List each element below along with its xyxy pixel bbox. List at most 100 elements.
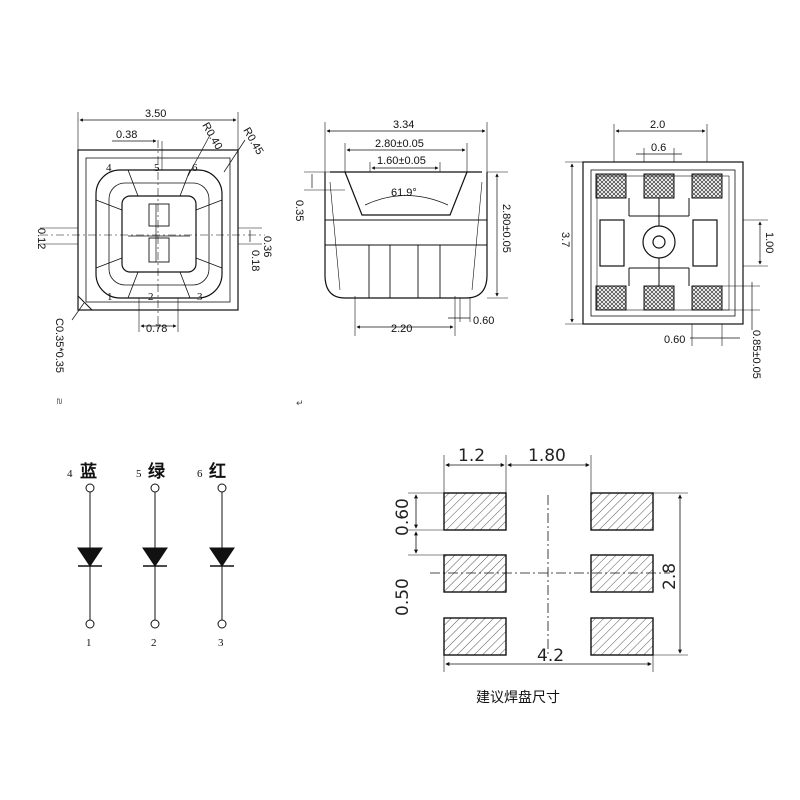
led-green-diode-symbol bbox=[142, 547, 168, 567]
pin-label-2: 2 bbox=[148, 291, 154, 303]
carriage-mark-1: ↵ bbox=[296, 399, 304, 409]
footprint-pad-mid-right bbox=[590, 554, 654, 593]
bottom-view bbox=[565, 124, 768, 346]
top-view-centerlines bbox=[40, 140, 265, 330]
side-total-label: 3.34 bbox=[393, 119, 414, 131]
side-pitch-label: 2.20 bbox=[391, 323, 412, 335]
top-view bbox=[40, 112, 265, 332]
footprint-caption: 建议焊盘尺寸 bbox=[476, 689, 560, 706]
led-blue-cathode-terminal bbox=[85, 619, 95, 629]
bottom-padh-extension-lines bbox=[722, 285, 760, 311]
led-green bbox=[142, 483, 168, 629]
bottom-pitch-extension-lines bbox=[613, 124, 708, 162]
led-red-anode-terminal bbox=[217, 483, 227, 493]
bottom-gap-label: 1.00 bbox=[763, 232, 775, 253]
footprint-pad-height-label: 0.60 bbox=[393, 498, 413, 536]
bottom-view-inner-outline bbox=[590, 169, 736, 317]
footprint-total-width-extension-lines bbox=[443, 655, 654, 672]
bottom-pad-bottom-center bbox=[643, 285, 675, 311]
side-view bbox=[304, 122, 508, 336]
footprint-pad-bottom-right bbox=[590, 617, 654, 656]
footprint-pad-bottom-left bbox=[443, 617, 507, 656]
led-red bbox=[209, 483, 235, 629]
bottom-view-traces bbox=[628, 198, 690, 286]
bottom-padh-label: 0.85±0.05 bbox=[750, 330, 762, 379]
side-view-body-lines bbox=[325, 219, 487, 246]
pin-label-4: 4 bbox=[106, 162, 112, 174]
side-view-inner-walls bbox=[329, 181, 483, 291]
side-top-extension-lines bbox=[369, 162, 441, 172]
pin-label-6: 6 bbox=[192, 162, 198, 174]
side-top-label: 1.60±0.05 bbox=[377, 155, 426, 167]
bottom-view-center-ring bbox=[642, 225, 676, 259]
top-view-chip-upper bbox=[148, 203, 170, 227]
bottom-pad-top-right bbox=[691, 173, 723, 199]
side-angle-arc bbox=[364, 195, 449, 206]
top-chamfer-suffix: ㄹ bbox=[53, 397, 63, 405]
led-green-name: 绿 bbox=[148, 461, 166, 482]
bottom-view-left-slot bbox=[599, 219, 625, 267]
bottom-pad-extension-lines bbox=[643, 148, 675, 162]
footprint-pad-mid-left bbox=[443, 554, 507, 593]
top-right-a-label: 0.18 bbox=[249, 250, 261, 271]
led-blue bbox=[77, 483, 103, 629]
bottom-pad-top-center bbox=[643, 173, 675, 199]
chamfer-corner bbox=[77, 295, 93, 311]
footprint-pad-top-right bbox=[590, 492, 654, 531]
bottom-extension-lines bbox=[138, 298, 179, 332]
radius-b-leader bbox=[223, 139, 246, 173]
footprint-total-height-extension-lines bbox=[653, 492, 688, 656]
side-view-outline bbox=[324, 172, 488, 299]
top-chamfer-label: C0.35*0.35 bbox=[53, 318, 65, 373]
led-blue-pin-bottom: 1 bbox=[86, 637, 92, 649]
top-left-offset-label: 0.12 bbox=[35, 228, 47, 249]
footprint-centerlines bbox=[430, 495, 670, 655]
side-total-extension-lines bbox=[324, 122, 488, 172]
side-pad-label: 0.60 bbox=[473, 315, 494, 327]
top-view-die-area bbox=[121, 195, 197, 273]
bottom-pad2-extension-lines bbox=[691, 324, 723, 346]
pin-label-3: 3 bbox=[197, 291, 203, 303]
led-red-name: 红 bbox=[209, 461, 226, 482]
bottom-view-pads bbox=[595, 173, 723, 311]
top-view-traces bbox=[128, 204, 190, 262]
led-green-anode-terminal bbox=[150, 483, 160, 493]
bottom-view-right-slot bbox=[692, 219, 718, 267]
led-green-pin-bottom: 2 bbox=[151, 637, 157, 649]
led-blue-diode-symbol bbox=[77, 547, 103, 567]
bottom-height-label: 3.7 bbox=[559, 232, 571, 247]
footprint bbox=[408, 455, 688, 672]
top-view-cavity-inner bbox=[108, 182, 210, 286]
footprint-width-extension-lines bbox=[443, 455, 592, 493]
led-red-pin-bottom: 3 bbox=[218, 637, 224, 649]
footprint-total-height-label: 2.8 bbox=[660, 563, 680, 590]
footprint-gap-label: 1.80 bbox=[528, 446, 566, 466]
led-blue-anode-terminal bbox=[85, 483, 95, 493]
footprint-spacing-label: 0.50 bbox=[393, 578, 413, 616]
side-pad-extension-lines bbox=[459, 298, 471, 322]
side-mid-label: 2.80±0.05 bbox=[375, 138, 424, 150]
top-view-outline bbox=[77, 149, 239, 311]
bottom-gap-extension-lines bbox=[743, 219, 768, 267]
bottom-pad-top-left bbox=[595, 173, 627, 199]
side-pitch-extension-lines bbox=[354, 296, 456, 336]
bottom-height-extension-lines bbox=[565, 161, 583, 325]
schematic bbox=[77, 483, 235, 629]
led-green-cathode-terminal bbox=[150, 619, 160, 629]
led-red-diode-symbol bbox=[209, 547, 235, 567]
side-mid-extension-lines bbox=[344, 143, 468, 172]
footprint-height-extension-lines bbox=[408, 492, 444, 556]
led-blue-name: 蓝 bbox=[80, 462, 97, 482]
bottom-view-center-dot bbox=[652, 235, 666, 249]
top-view-spokes bbox=[95, 169, 223, 299]
top-bottom-label: 0.78 bbox=[146, 323, 167, 335]
led-red-cathode-terminal bbox=[217, 619, 227, 629]
right-extension-lines bbox=[238, 227, 262, 245]
footprint-pads bbox=[443, 492, 654, 656]
pin-label-1: 1 bbox=[107, 291, 113, 303]
footprint-pad-top-left bbox=[443, 492, 507, 531]
top-view-chip-lower bbox=[148, 237, 170, 263]
side-height-extension-lines bbox=[487, 171, 508, 299]
top-notch-label: 0.38 bbox=[116, 129, 137, 141]
